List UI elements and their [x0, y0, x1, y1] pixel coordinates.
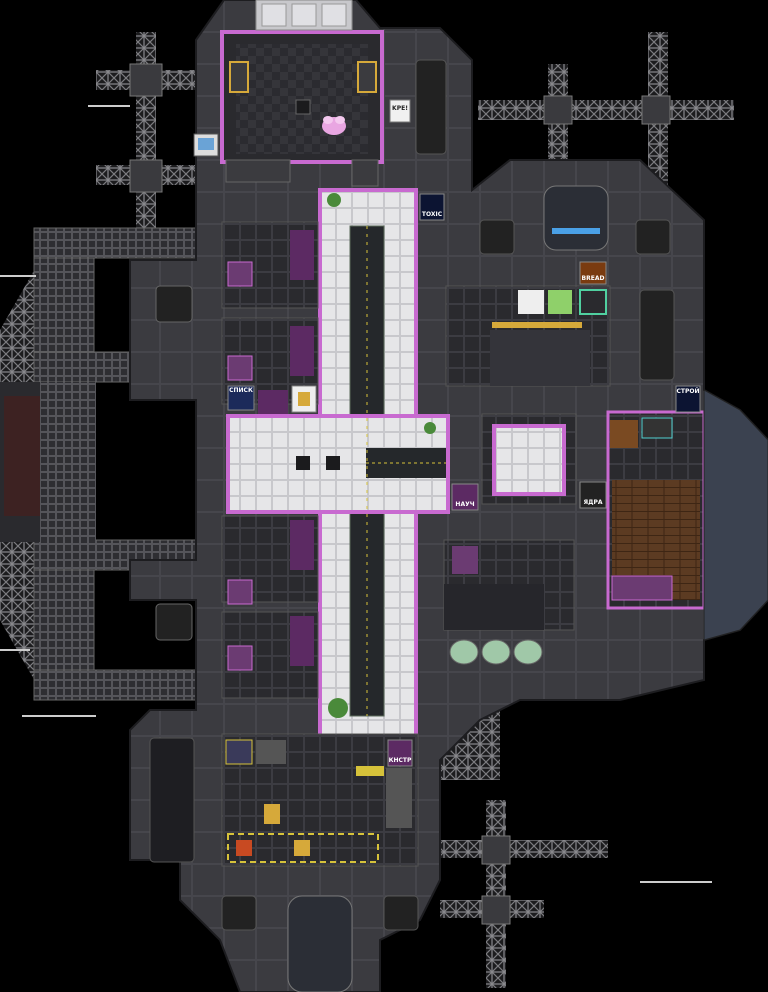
stroy-sign: СТРОЙ: [675, 385, 701, 413]
svg-text:СПИСК: СПИСК: [229, 387, 253, 394]
nauch-sign: НАУЧ: [451, 483, 479, 511]
svg-text:BREAD: BREAD: [582, 275, 605, 282]
dorm-rooms: [221, 221, 319, 699]
spisok-sign: СПИСК: [227, 385, 255, 411]
pink-creature-icon: [322, 116, 346, 135]
svg-text:КНСТР: КНСТР: [389, 757, 412, 764]
kitchen-area: [445, 285, 611, 387]
svg-text:TOXIC: TOXIC: [422, 211, 443, 218]
bridge-room: [220, 0, 384, 187]
yadra-sign: ЯДРА: [579, 481, 607, 509]
cargo-bay: [221, 733, 419, 867]
plant-icon: [327, 193, 436, 718]
crate-icon: [236, 804, 310, 856]
svg-text:СТРОЙ: СТРОЙ: [676, 387, 699, 395]
science-lab: [443, 413, 577, 665]
robot-icon: [291, 385, 317, 413]
central-corridor: [226, 188, 450, 738]
right-airlock: [703, 389, 768, 641]
kpe-sign: KPE!: [389, 99, 411, 123]
svg-text:НАУЧ: НАУЧ: [455, 501, 474, 508]
svg-text:KPE!: KPE!: [392, 105, 408, 112]
computer-icon: [193, 133, 219, 157]
toxic-sign: TOXIC: [419, 193, 445, 221]
pod-icon: [149, 59, 675, 931]
engine-icon: [287, 185, 609, 992]
debris: [0, 105, 712, 883]
svg-text:ЯДРА: ЯДРА: [583, 499, 602, 506]
left-solar-arrays: [0, 227, 205, 701]
bread-sign: BREAD: [579, 261, 607, 285]
kistr-sign: КНСТР: [387, 739, 413, 767]
